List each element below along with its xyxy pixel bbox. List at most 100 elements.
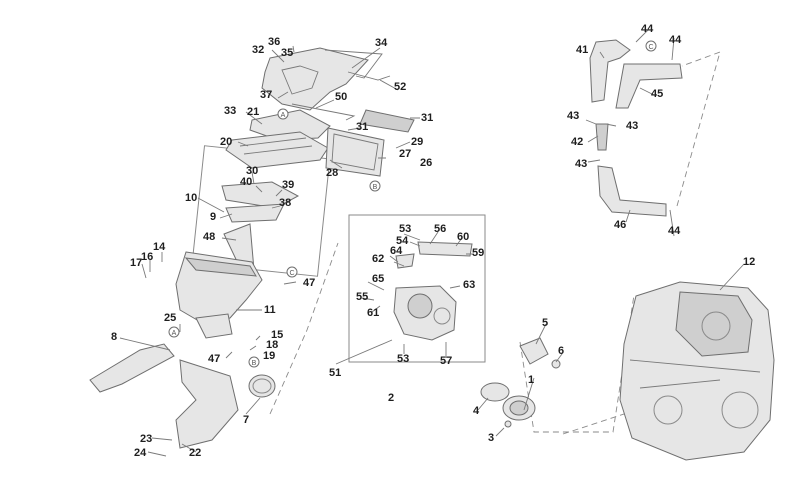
marker-c-1: C bbox=[286, 266, 298, 278]
part-5 bbox=[519, 337, 549, 365]
callout-label: 31 bbox=[421, 112, 434, 124]
svg-text:A: A bbox=[281, 112, 286, 119]
callout-label: 63 bbox=[463, 279, 476, 291]
engine-head bbox=[675, 291, 753, 357]
callout-label: 62 bbox=[372, 253, 385, 265]
marker-a-2: A bbox=[168, 326, 180, 338]
callout-label: 52 bbox=[394, 81, 407, 93]
callout-label: 53 bbox=[397, 353, 410, 365]
callout-label: 7 bbox=[243, 414, 250, 426]
wire-33 bbox=[291, 103, 356, 121]
duct-22 bbox=[175, 359, 239, 449]
callout-label: 65 bbox=[372, 273, 385, 285]
callout-label: 64 bbox=[390, 245, 403, 257]
callout-label: 34 bbox=[375, 37, 388, 49]
callout-label: 28 bbox=[326, 167, 339, 179]
callout-label: 27 bbox=[399, 148, 412, 160]
manifold-bore bbox=[509, 400, 529, 416]
callout-label: 57 bbox=[440, 355, 453, 367]
marker-c-2: C bbox=[645, 40, 657, 52]
rod-51 bbox=[335, 339, 393, 365]
dashed-leader-line bbox=[269, 242, 339, 415]
callout-label: 39 bbox=[282, 179, 295, 191]
callout-label: 14 bbox=[153, 241, 166, 253]
callout-label: 30 bbox=[246, 165, 259, 177]
connector-42 bbox=[595, 123, 609, 151]
callout-label: 42 bbox=[571, 136, 584, 148]
callout-label: 47 bbox=[208, 353, 221, 365]
callout-label: 54 bbox=[396, 235, 409, 247]
callout-label: 45 bbox=[651, 88, 664, 100]
clamp-4 bbox=[480, 382, 510, 402]
callout-label: 9 bbox=[210, 211, 217, 223]
cover-detail bbox=[281, 65, 319, 95]
callout-label: 21 bbox=[247, 106, 260, 118]
callout-label: 44 bbox=[641, 23, 654, 35]
engine-cam-cover bbox=[701, 311, 731, 341]
callout-label: 25 bbox=[164, 312, 177, 324]
callout-label: 2 bbox=[388, 392, 395, 404]
callout-label: 22 bbox=[189, 447, 202, 459]
callout-label: 32 bbox=[252, 44, 265, 56]
engine-stator-cover bbox=[653, 395, 683, 425]
hose-41 bbox=[589, 39, 631, 103]
callout-label: 33 bbox=[224, 105, 237, 117]
callout-label: 5 bbox=[542, 317, 549, 329]
callout-label: 44 bbox=[669, 34, 682, 46]
callout-label: 10 bbox=[185, 192, 198, 204]
hose-46 bbox=[597, 165, 667, 217]
airbox-flange bbox=[184, 257, 257, 277]
callout-label: 43 bbox=[567, 110, 580, 122]
marker-b-2: B bbox=[248, 356, 260, 368]
dashed-leader-line bbox=[519, 294, 635, 433]
callout-label: 61 bbox=[367, 307, 380, 319]
callout-label: 43 bbox=[626, 120, 639, 132]
callout-label: 15 bbox=[271, 329, 284, 341]
callout-label: 47 bbox=[303, 277, 316, 289]
callout-label: 29 bbox=[411, 136, 424, 148]
callout-label: 46 bbox=[614, 219, 627, 231]
callout-label: 44 bbox=[668, 225, 681, 237]
callout-label: 51 bbox=[329, 367, 342, 379]
clamp-7-inner bbox=[252, 378, 272, 394]
marker-b-1: B bbox=[369, 180, 381, 192]
callout-label: 60 bbox=[457, 231, 470, 243]
callout-label: 53 bbox=[399, 223, 412, 235]
callout-label: 12 bbox=[743, 256, 756, 268]
frame-28-inner bbox=[331, 133, 379, 171]
callout-label: 43 bbox=[575, 158, 588, 170]
callout-label: 55 bbox=[356, 291, 369, 303]
hose-45 bbox=[615, 63, 683, 109]
svg-text:C: C bbox=[289, 270, 294, 277]
throttle-sensor bbox=[433, 307, 451, 325]
callout-label: 23 bbox=[140, 433, 153, 445]
filter-mesh-9 bbox=[225, 203, 285, 223]
callout-label: 8 bbox=[111, 331, 118, 343]
filter-plate bbox=[221, 181, 300, 209]
callout-label: 4 bbox=[473, 405, 480, 417]
airbox-outlet bbox=[195, 313, 233, 339]
callout-label: 56 bbox=[434, 223, 447, 235]
callout-label: 6 bbox=[558, 345, 565, 357]
fuel-rail-56 bbox=[417, 241, 473, 257]
part-31 bbox=[359, 109, 415, 133]
callout-label: 18 bbox=[266, 339, 279, 351]
bolt-3 bbox=[504, 420, 512, 428]
svg-text:B: B bbox=[252, 360, 257, 367]
engine-detail-lines bbox=[629, 359, 761, 389]
seal-strip-34 bbox=[324, 49, 383, 79]
bolt-6 bbox=[551, 359, 561, 369]
bracket-8 bbox=[89, 343, 175, 393]
callout-label: 26 bbox=[420, 157, 433, 169]
callout-label: 19 bbox=[263, 350, 276, 362]
callout-label: 48 bbox=[203, 231, 216, 243]
callout-label: 50 bbox=[335, 91, 348, 103]
callout-label: 37 bbox=[260, 89, 273, 101]
callout-label: 40 bbox=[240, 176, 253, 188]
callout-label: 41 bbox=[576, 44, 589, 56]
callout-label: 24 bbox=[134, 447, 147, 459]
callout-label: 20 bbox=[220, 136, 233, 148]
callout-label: 31 bbox=[356, 121, 369, 133]
callout-label: 3 bbox=[488, 432, 495, 444]
